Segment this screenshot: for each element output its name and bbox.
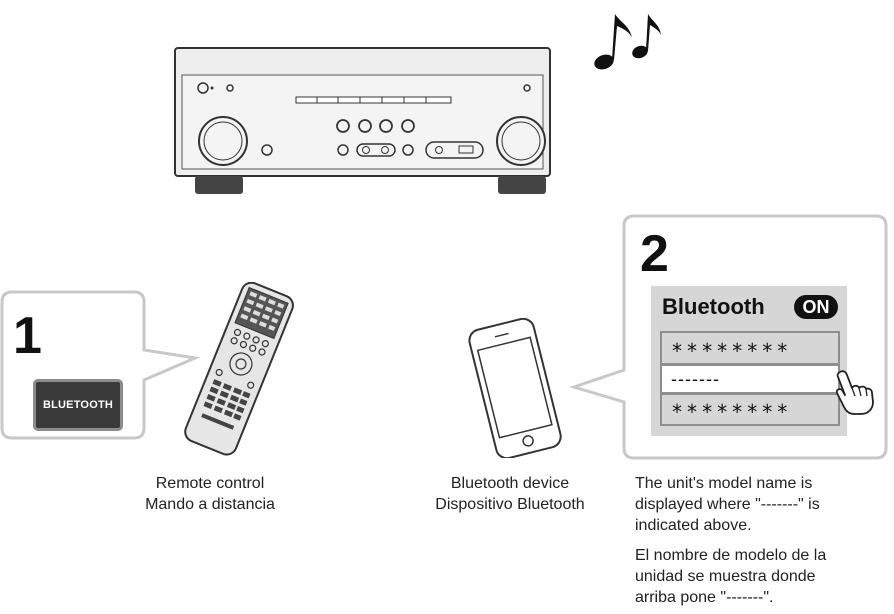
remote-caption-es: Mando a distancia — [145, 496, 275, 513]
remote-control — [184, 282, 294, 456]
note-en-line-1: The unit's model name is — [635, 475, 813, 492]
bluetooth-button-label: BLUETOOTH — [42, 399, 114, 411]
on-badge: ON — [794, 295, 838, 319]
settings-row-3[interactable]: ******** — [660, 393, 840, 426]
note-es-line-3: arriba pone "-------". — [635, 589, 774, 606]
smartphone — [468, 318, 562, 458]
note-es-line-2: unidad se muestra donde — [635, 568, 816, 585]
pointing-hand-icon — [835, 370, 874, 415]
on-badge-label: ON — [802, 297, 830, 317]
step1-number: 1 — [13, 307, 42, 365]
av-receiver — [174, 47, 551, 194]
remote-caption: Remote control Mando a distancia — [110, 473, 310, 515]
settings-row-3-value: ******** — [671, 400, 792, 424]
note-en-line-3: indicated above. — [635, 517, 752, 534]
note-en-line-2: displayed where "-------" is — [635, 496, 820, 513]
model-name-note-es: El nombre de modelo de la unidad se mues… — [635, 545, 893, 608]
music-notes-icon — [594, 14, 661, 70]
device-caption-en: Bluetooth device — [450, 475, 570, 492]
model-name-note-en: The unit's model name is displayed where… — [635, 473, 893, 536]
panel-title: Bluetooth — [662, 294, 765, 319]
device-caption-es: Dispositivo Bluetooth — [435, 496, 585, 513]
note-es-line-1: El nombre de modelo de la — [635, 547, 827, 564]
settings-row-2-value: ------- — [671, 369, 720, 389]
device-caption: Bluetooth device Dispositivo Bluetooth — [400, 473, 620, 515]
settings-row-1[interactable]: ******** — [660, 331, 840, 365]
remote-caption-en: Remote control — [155, 475, 265, 492]
bluetooth-button[interactable]: BLUETOOTH — [33, 379, 123, 431]
settings-row-2-model-name[interactable]: ------- — [660, 364, 840, 394]
step2-number: 2 — [640, 225, 669, 283]
settings-row-1-value: ******** — [671, 339, 792, 363]
